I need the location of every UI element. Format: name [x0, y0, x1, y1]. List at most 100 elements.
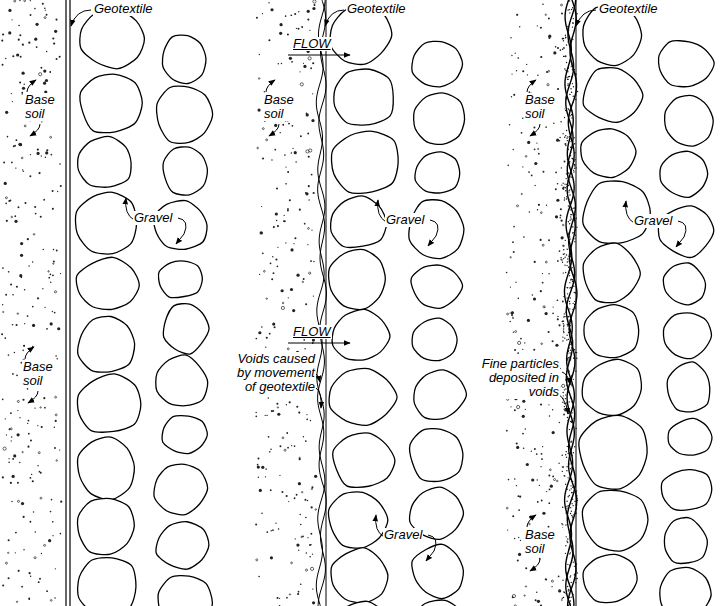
soil-grain	[258, 331, 261, 334]
fine-particle	[575, 99, 576, 100]
fine-particle	[572, 147, 573, 148]
soil-grain	[280, 132, 281, 133]
soil-grain	[22, 171, 23, 172]
soil-grain	[39, 73, 42, 76]
soil-grain	[308, 57, 311, 60]
soil-grain	[312, 7, 315, 10]
fine-particle	[567, 453, 568, 454]
fine-particle	[571, 385, 572, 386]
fine-particle	[562, 471, 563, 472]
soil-grain	[516, 442, 518, 444]
soil-grain	[6, 220, 8, 222]
fine-particle	[564, 199, 565, 200]
soil-grain	[49, 274, 51, 276]
soil-grain	[523, 447, 525, 449]
soil-grain	[296, 544, 299, 547]
soil-grain	[24, 323, 25, 324]
soil-grain	[311, 486, 313, 488]
soil-grain	[59, 449, 60, 450]
soil-grain	[516, 446, 519, 449]
soil-grain	[21, 157, 23, 159]
fine-particle	[575, 92, 576, 93]
fine-particle	[570, 358, 571, 359]
soil-grain	[33, 234, 35, 236]
fine-particle	[574, 152, 575, 153]
fine-particle	[566, 573, 567, 574]
soil-grain	[2, 267, 4, 269]
gravel-stone	[412, 600, 467, 606]
soil-grain	[14, 220, 17, 223]
soil-grain	[540, 56, 542, 58]
soil-grain	[537, 600, 540, 603]
soil-grain	[268, 436, 270, 438]
soil-grain	[517, 57, 519, 59]
soil-grain	[562, 38, 564, 40]
gravel-stone	[333, 433, 395, 487]
fine-particle	[567, 564, 568, 565]
soil-grain	[12, 294, 14, 296]
soil-grain	[5, 418, 6, 419]
soil-grain	[54, 312, 56, 314]
soil-grain	[24, 0, 26, 2]
soil-grain	[256, 559, 258, 561]
soil-grain	[304, 499, 306, 501]
soil-grain	[27, 315, 29, 317]
fine-particle	[561, 599, 562, 600]
soil-grain	[512, 594, 515, 597]
soil-grain	[255, 338, 257, 340]
fine-particle	[575, 74, 576, 75]
gravel-stone	[661, 470, 711, 510]
soil-grain	[555, 215, 558, 218]
fine-particle	[571, 202, 572, 203]
fine-particle	[567, 420, 568, 421]
soil-grain	[311, 230, 312, 231]
soil-grain	[307, 19, 309, 21]
soil-grain	[284, 449, 286, 451]
soil-grain	[307, 500, 309, 502]
fine-particle	[573, 217, 574, 218]
soil-grain	[525, 586, 526, 587]
soil-grain	[2, 476, 4, 478]
soil-grain	[8, 539, 10, 541]
fine-particle	[568, 532, 569, 533]
soil-grain	[50, 282, 51, 283]
soil-grain	[562, 384, 565, 387]
soil-grain	[5, 197, 7, 199]
soil-grain	[291, 61, 293, 63]
fine-particle	[573, 286, 574, 287]
soil-grain	[16, 286, 18, 288]
soil-grain	[312, 588, 313, 589]
fine-particle	[571, 412, 572, 413]
fine-particle	[571, 214, 572, 215]
soil-grain	[57, 191, 58, 192]
soil-grain	[538, 204, 540, 206]
soil-grain	[38, 172, 40, 174]
fine-particle	[566, 457, 567, 458]
fine-particle	[563, 326, 564, 327]
fine-particle	[567, 287, 568, 288]
fine-particle	[564, 475, 565, 476]
fine-particle	[572, 279, 573, 280]
soil-grain	[21, 502, 24, 505]
soil-grain	[563, 414, 565, 416]
soil-grain	[23, 345, 25, 347]
fine-particle	[563, 56, 564, 57]
soil-grain	[300, 583, 302, 585]
soil-grain	[561, 236, 564, 239]
flow-label: FLOW	[292, 37, 332, 51]
gravel-stone	[163, 304, 209, 355]
gravel-stone	[158, 576, 212, 606]
soil-grain	[22, 350, 24, 352]
soil-grain	[545, 578, 547, 580]
gravel-stone	[584, 305, 639, 358]
soil-grain	[42, 3, 44, 5]
soil-grain	[564, 161, 566, 163]
soil-grain	[5, 58, 6, 59]
soil-grain	[541, 343, 543, 345]
fine-particle	[565, 98, 566, 99]
fine-particle	[573, 417, 574, 418]
soil-grain	[44, 17, 46, 19]
soil-grain	[546, 491, 547, 492]
soil-grain	[546, 71, 548, 73]
soil-grain	[40, 407, 41, 408]
